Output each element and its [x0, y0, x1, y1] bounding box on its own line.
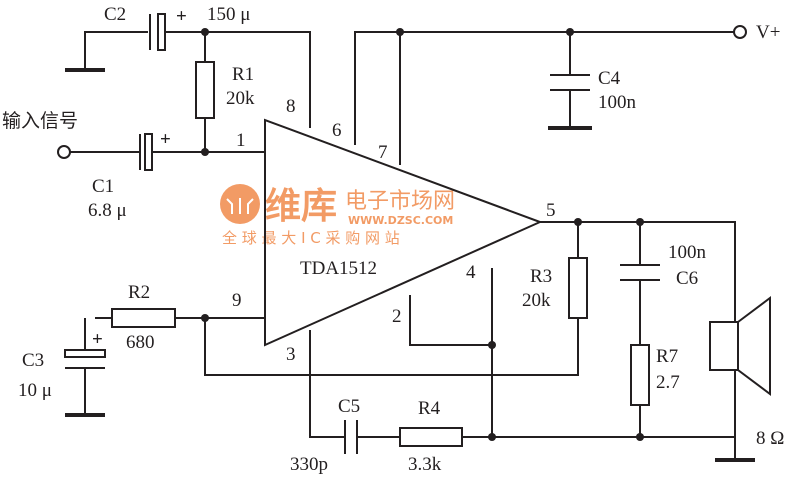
resistor-r1: [195, 61, 215, 119]
input-signal-label: 输入信号: [2, 110, 78, 132]
watermark-logo: 维库 电子市场网 WWW.DZSC.COM 全 球 最 大 I C 采 购 网 …: [220, 184, 455, 247]
c2-value: 150 μ: [207, 4, 250, 25]
r3-value: 20k: [522, 290, 551, 311]
amplifier-triangle: [264, 118, 543, 347]
c2-plus: +: [176, 6, 187, 27]
c1-plus: +: [160, 129, 171, 150]
pin-8: 8: [286, 96, 296, 117]
c3-label: C3: [22, 350, 44, 371]
supply-terminal: [733, 25, 747, 39]
c4-label: C4: [598, 68, 621, 89]
c3-value: 10 μ: [18, 380, 52, 401]
c1-label: C1: [92, 176, 114, 197]
supply-label: V+: [756, 22, 780, 43]
svg-text:维库: 维库: [265, 186, 337, 227]
resistor-r3: [568, 257, 588, 319]
svg-text:电子市场网: 电子市场网: [345, 189, 455, 214]
r2-label: R2: [128, 282, 150, 303]
pin-7: 7: [378, 142, 388, 163]
c5-label: C5: [338, 396, 360, 417]
input-terminal: [57, 145, 71, 159]
c2-label: C2: [104, 4, 126, 25]
c6-value: 100n: [668, 242, 707, 263]
pin-9: 9: [232, 290, 242, 311]
pin-4: 4: [466, 262, 476, 283]
resistor-r4: [399, 427, 463, 447]
capacitor-c4: [550, 74, 590, 91]
capacitor-c2: [149, 13, 166, 51]
speaker-icon: [709, 296, 771, 396]
c5-value: 330p: [290, 454, 328, 475]
r4-value: 3.3k: [408, 454, 442, 475]
r1-value: 20k: [226, 88, 255, 109]
capacitor-c5: [344, 420, 358, 454]
pin-3: 3: [286, 344, 296, 365]
c3-plus: +: [92, 329, 103, 350]
svg-text:WWW.DZSC.COM: WWW.DZSC.COM: [348, 214, 453, 227]
c6-label: C6: [676, 268, 698, 289]
chip-label: TDA1512: [300, 258, 377, 279]
wires: [70, 31, 736, 460]
r2-value: 680: [126, 332, 155, 353]
r1-label: R1: [232, 64, 254, 85]
pin-6: 6: [332, 120, 342, 141]
r7-label: R7: [656, 346, 678, 367]
capacitor-c1: [139, 133, 153, 171]
capacitor-c3: [64, 349, 106, 369]
c1-value: 6.8 μ: [88, 200, 127, 221]
r7-value: 2.7: [656, 372, 680, 393]
junction-dots: [201, 28, 644, 441]
resistor-r7: [630, 344, 650, 406]
r4-label: R4: [418, 398, 441, 419]
ground-symbols: [65, 68, 755, 462]
capacitor-c6: [620, 264, 660, 281]
pin-2: 2: [392, 306, 402, 327]
svg-text:全 球 最 大 I C 采 购 网 站: 全 球 最 大 I C 采 购 网 站: [222, 229, 400, 247]
r3-label: R3: [530, 266, 552, 287]
c4-value: 100n: [598, 92, 637, 113]
resistor-r2: [111, 308, 176, 328]
pin-5: 5: [546, 200, 556, 221]
pin-1: 1: [236, 130, 246, 151]
speaker-value: 8 Ω: [756, 428, 784, 449]
